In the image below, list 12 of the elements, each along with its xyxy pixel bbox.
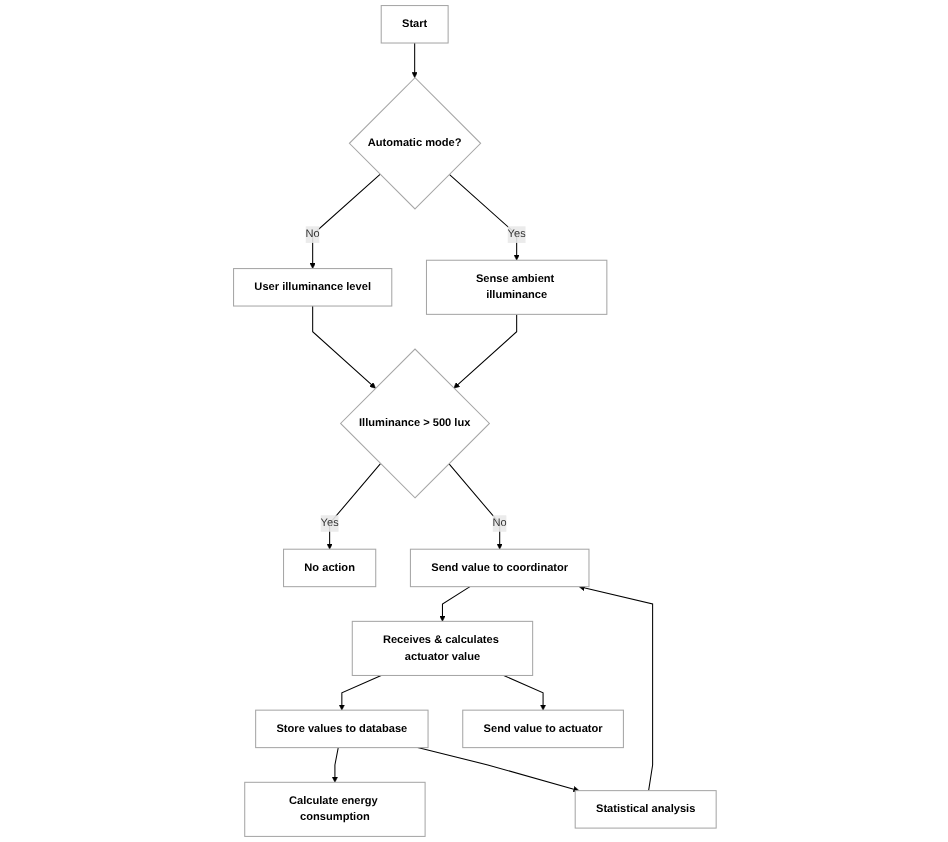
arrow — [577, 584, 653, 792]
arrow — [452, 313, 517, 389]
arrow — [325, 463, 381, 550]
arrow — [331, 747, 338, 783]
arrow — [502, 674, 546, 711]
arrow — [308, 173, 380, 269]
arrow — [311, 305, 375, 389]
arrow — [447, 173, 519, 261]
arrow — [337, 674, 381, 711]
arrow — [438, 586, 470, 622]
arrow — [416, 747, 579, 793]
arrow — [410, 42, 417, 78]
